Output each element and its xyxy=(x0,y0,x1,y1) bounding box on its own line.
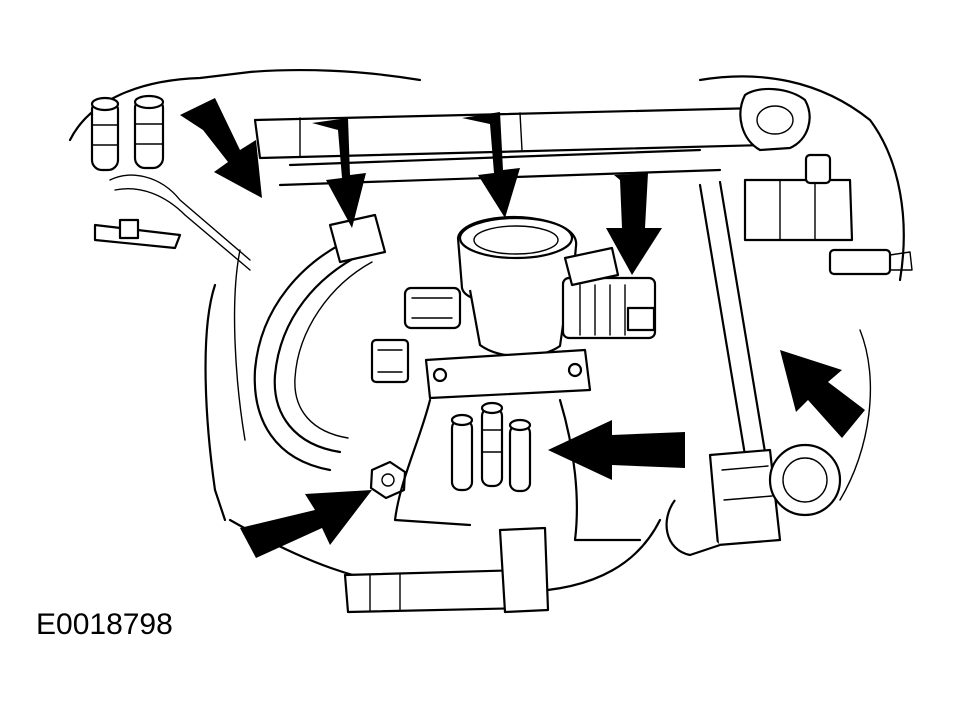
callout-arrow-7 xyxy=(240,490,372,558)
throttle-position-sensor xyxy=(403,286,462,330)
callout-arrow-4 xyxy=(606,173,662,275)
studs xyxy=(450,401,532,493)
wire-bracket xyxy=(93,174,251,271)
callout-arrow-3 xyxy=(462,112,520,218)
mounting-nut xyxy=(369,460,407,500)
idle-air-control-valve xyxy=(561,246,657,340)
callout-arrows xyxy=(180,98,865,558)
left-connector xyxy=(370,338,410,384)
callout-arrow-5 xyxy=(780,350,865,438)
vacuum-hoses xyxy=(253,213,387,472)
spark-plug-caps xyxy=(90,94,165,172)
callout-arrow-2 xyxy=(312,118,366,228)
callout-arrow-6 xyxy=(548,420,685,480)
throttle-body xyxy=(424,215,592,400)
right-side-assembly xyxy=(665,87,913,557)
engine-outline xyxy=(68,68,905,594)
callout-arrow-1 xyxy=(180,98,262,198)
figure-reference-code: E0018798 xyxy=(36,608,173,641)
lower-manifold xyxy=(343,398,642,614)
